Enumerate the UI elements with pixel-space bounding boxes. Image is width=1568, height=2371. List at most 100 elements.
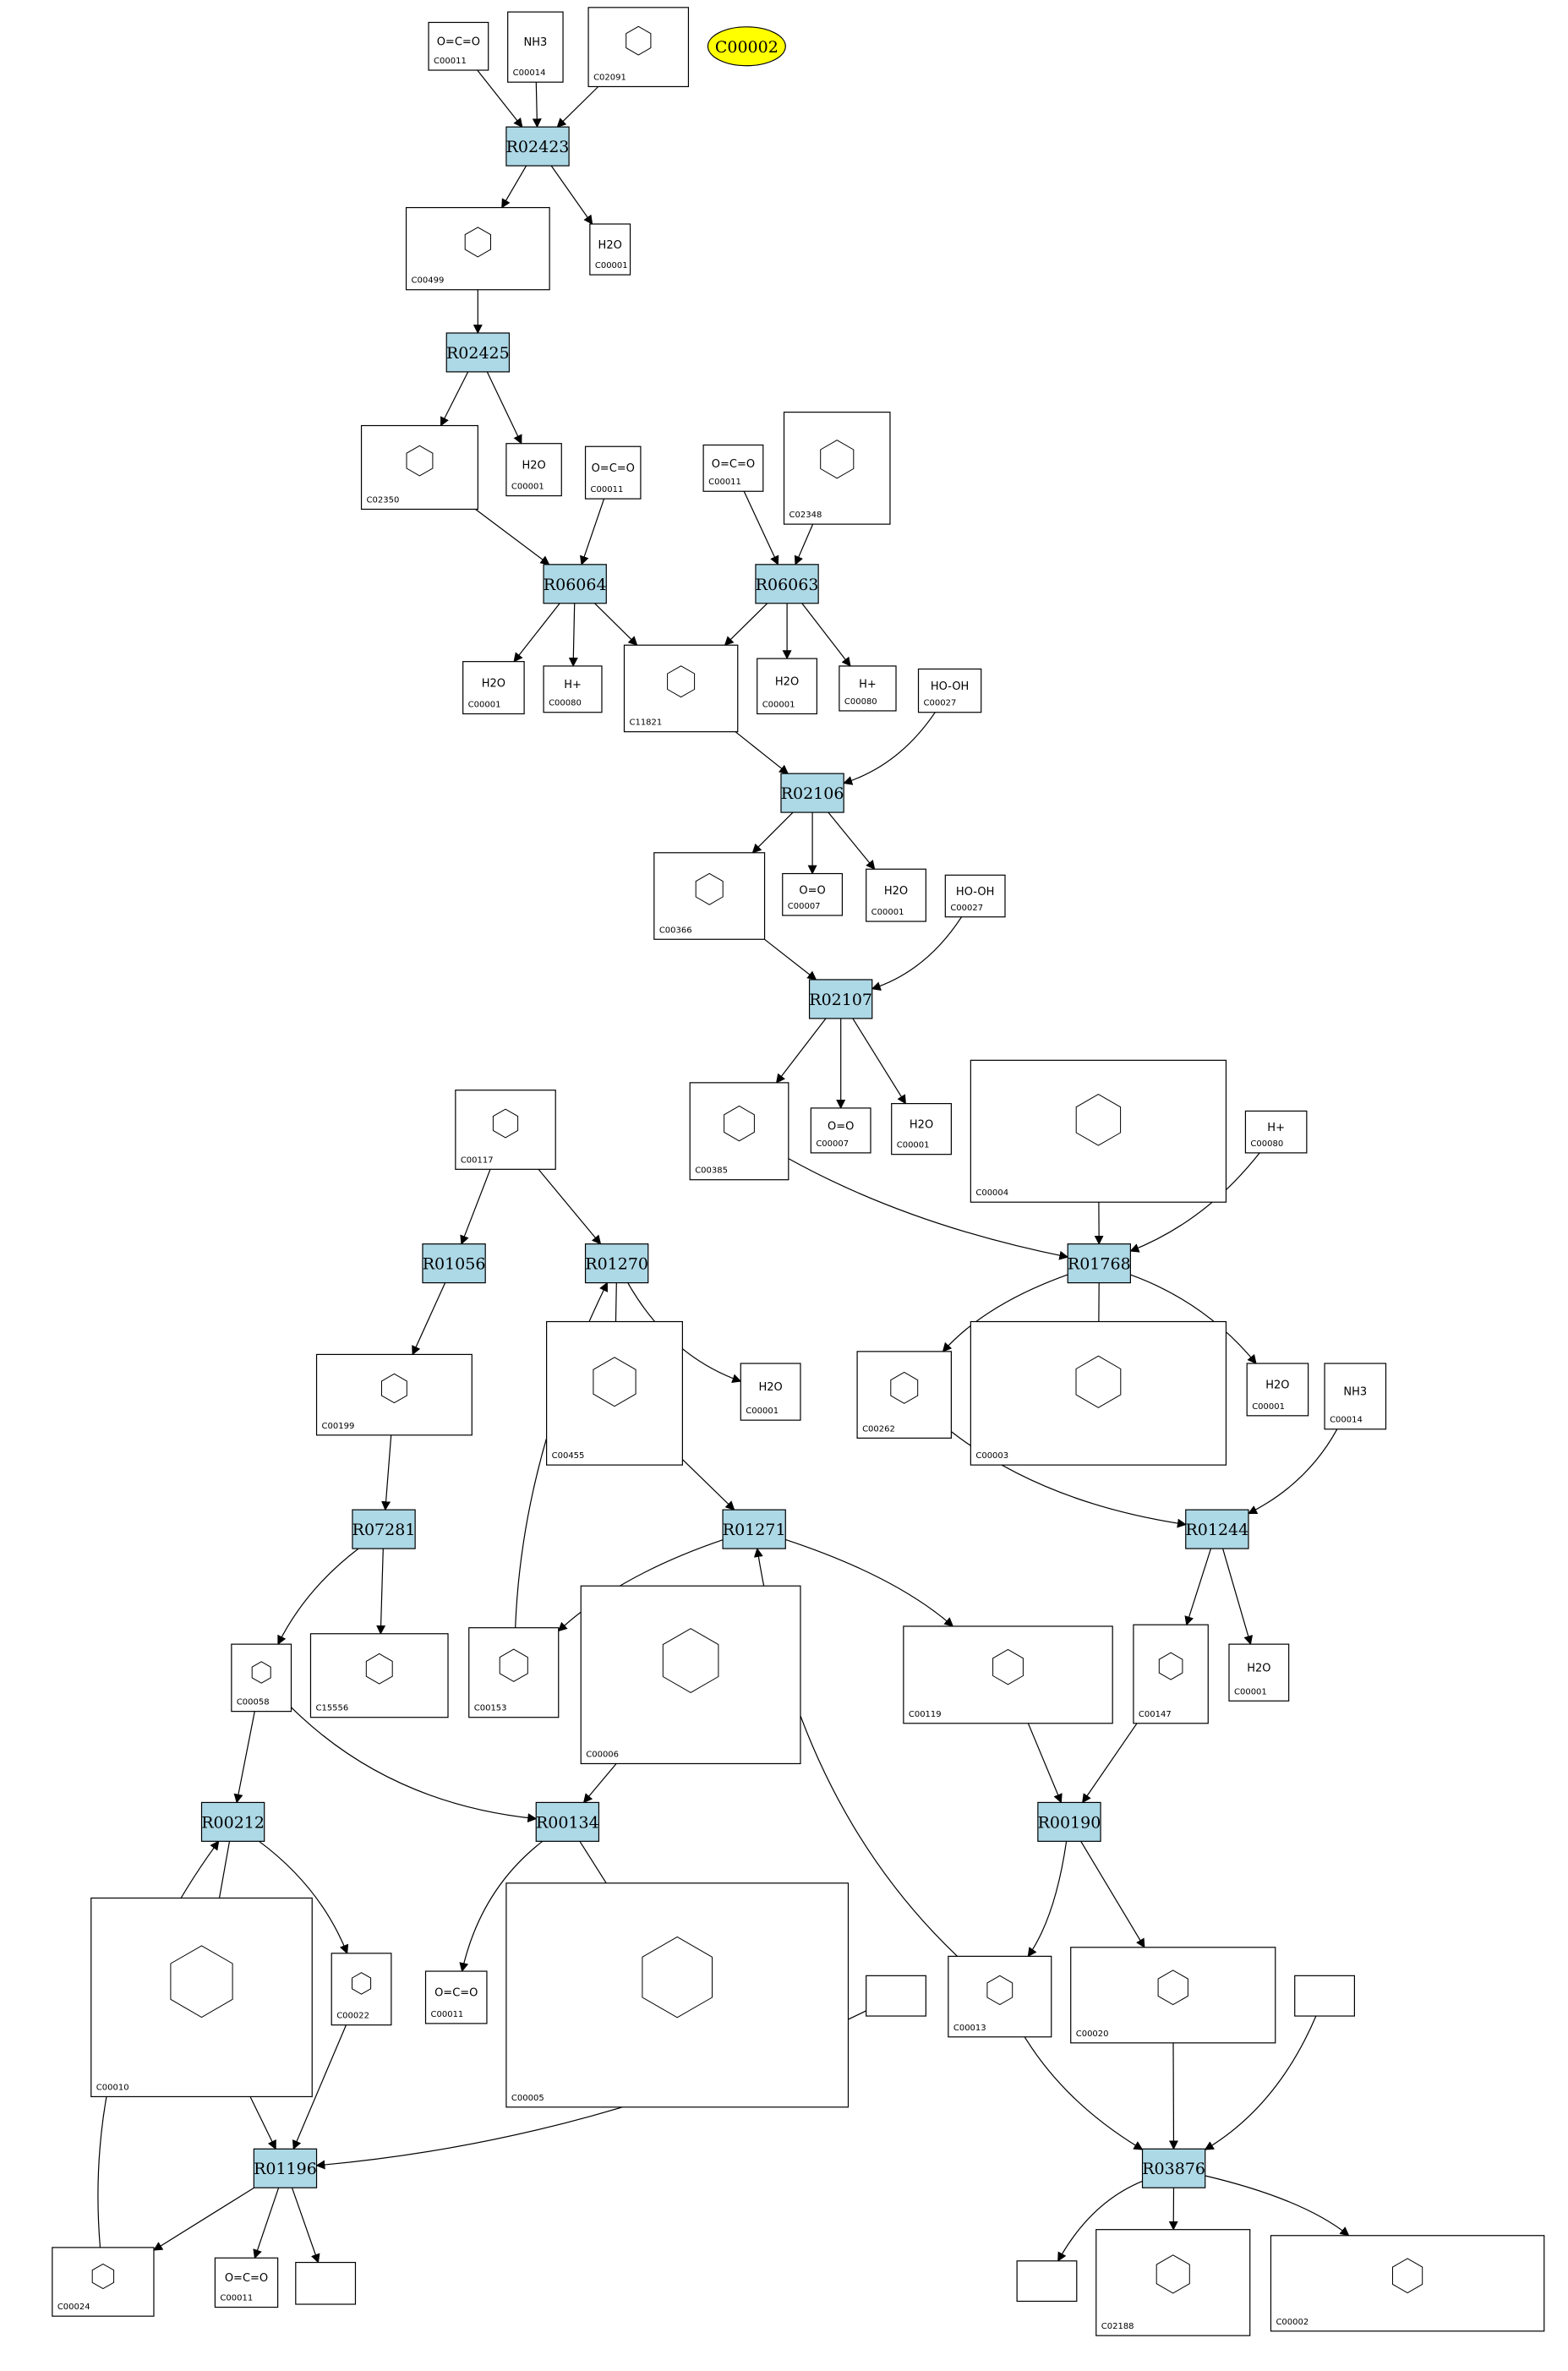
compound-node[interactable] bbox=[1294, 1975, 1355, 2017]
reaction-id: R00212 bbox=[201, 1813, 265, 1832]
compound-node[interactable]: C02091 bbox=[587, 7, 690, 88]
compound-id: C00147 bbox=[1139, 1710, 1172, 1719]
reaction-node[interactable]: R02425 bbox=[445, 332, 511, 373]
compound-node[interactable]: C00119 bbox=[903, 1625, 1113, 1724]
reaction-node[interactable]: R00134 bbox=[535, 1801, 600, 1842]
compound-node[interactable]: C15556 bbox=[309, 1633, 449, 1718]
reaction-edge bbox=[556, 86, 599, 128]
compound-node[interactable]: C00013 bbox=[948, 1955, 1052, 2038]
compound-node[interactable] bbox=[866, 1975, 926, 2017]
compound-node[interactable]: H+C00080 bbox=[543, 665, 603, 713]
compound-formula: H+ bbox=[859, 678, 877, 691]
compound-node[interactable]: C00005 bbox=[505, 1882, 850, 2108]
reaction-node[interactable]: R02423 bbox=[505, 126, 570, 167]
reaction-node[interactable]: R01270 bbox=[584, 1243, 649, 1284]
compound-node[interactable]: C00199 bbox=[315, 1353, 473, 1436]
reaction-node[interactable]: R00190 bbox=[1037, 1801, 1101, 1842]
reaction-node[interactable]: R01244 bbox=[1185, 1509, 1249, 1549]
compound-box bbox=[505, 1882, 850, 2108]
compound-node[interactable]: C00153 bbox=[468, 1627, 560, 1718]
reaction-node[interactable]: R07281 bbox=[352, 1509, 416, 1549]
compound-node[interactable]: C00499 bbox=[405, 206, 550, 291]
compound-node[interactable]: C00455 bbox=[546, 1320, 683, 1466]
compound-node[interactable]: C02188 bbox=[1095, 2229, 1251, 2336]
structure-sketch bbox=[593, 1357, 636, 1407]
reaction-box bbox=[1141, 2148, 1206, 2188]
reaction-node[interactable]: R01271 bbox=[722, 1509, 786, 1549]
compound-id: C00002 bbox=[1276, 2318, 1308, 2327]
compound-node[interactable]: C02350 bbox=[360, 424, 478, 511]
reaction-node[interactable]: R02107 bbox=[808, 979, 873, 1019]
compound-node[interactable]: H+C00080 bbox=[1244, 1110, 1308, 1154]
compound-node[interactable] bbox=[295, 2261, 357, 2305]
external-compound-node[interactable]: C00002 bbox=[707, 26, 786, 67]
compound-node[interactable]: C00004 bbox=[970, 1059, 1227, 1203]
compound-node[interactable]: C00385 bbox=[689, 1082, 789, 1181]
compound-node[interactable]: C02348 bbox=[783, 412, 891, 525]
reaction-box bbox=[1185, 1509, 1249, 1549]
compound-id: C02350 bbox=[367, 495, 400, 505]
compound-id: C00027 bbox=[950, 904, 983, 913]
compound-node[interactable]: C00366 bbox=[653, 852, 766, 940]
structure-sketch bbox=[381, 1373, 407, 1404]
reaction-id: R01056 bbox=[423, 1255, 486, 1274]
compound-formula: H2O bbox=[884, 885, 908, 898]
compound-node[interactable]: C00024 bbox=[52, 2247, 155, 2317]
compound-box bbox=[295, 2261, 357, 2305]
compound-node[interactable]: C00003 bbox=[970, 1320, 1227, 1466]
reaction-edge bbox=[794, 523, 814, 565]
compound-formula: HO-OH bbox=[931, 680, 969, 693]
compound-box bbox=[546, 1320, 683, 1466]
compound-node[interactable]: C00117 bbox=[455, 1090, 556, 1170]
reaction-node[interactable]: R01196 bbox=[253, 2148, 318, 2188]
reaction-node[interactable]: R06063 bbox=[755, 564, 819, 604]
compound-node[interactable]: C11821 bbox=[623, 644, 739, 733]
compound-id: C00004 bbox=[975, 1188, 1008, 1198]
structure-sketch bbox=[1392, 2258, 1423, 2294]
compound-id: C00366 bbox=[659, 926, 692, 935]
reaction-edge bbox=[582, 1759, 620, 1804]
reaction-edge bbox=[459, 1840, 544, 1973]
compound-node[interactable]: C00020 bbox=[1070, 1947, 1276, 2044]
reaction-edge bbox=[513, 603, 560, 663]
compound-id: C00199 bbox=[322, 1422, 355, 1431]
compound-node[interactable] bbox=[1016, 2260, 1078, 2303]
compound-node[interactable]: C00006 bbox=[580, 1585, 801, 1765]
reaction-id: R00190 bbox=[1038, 1813, 1101, 1832]
reaction-node[interactable]: R00212 bbox=[200, 1801, 265, 1842]
compound-node[interactable]: C00002 bbox=[1270, 2235, 1545, 2332]
compound-node[interactable]: C00010 bbox=[90, 1897, 313, 2098]
reaction-node[interactable]: R01768 bbox=[1067, 1243, 1131, 1284]
reaction-node[interactable]: R06064 bbox=[543, 564, 607, 604]
reaction-node[interactable]: R03876 bbox=[1141, 2148, 1206, 2188]
compound-node[interactable]: C00022 bbox=[331, 1953, 392, 2026]
compound-node[interactable]: C00058 bbox=[231, 1643, 292, 1713]
compound-formula: NH3 bbox=[523, 36, 547, 49]
reaction-node[interactable]: R01056 bbox=[422, 1243, 486, 1284]
reaction-node[interactable]: R02106 bbox=[780, 773, 844, 813]
compound-node[interactable]: C00147 bbox=[1133, 1624, 1209, 1724]
compound-node[interactable]: C00262 bbox=[856, 1351, 952, 1439]
reaction-edge bbox=[871, 916, 963, 991]
compound-node[interactable]: H+C00080 bbox=[839, 665, 897, 712]
